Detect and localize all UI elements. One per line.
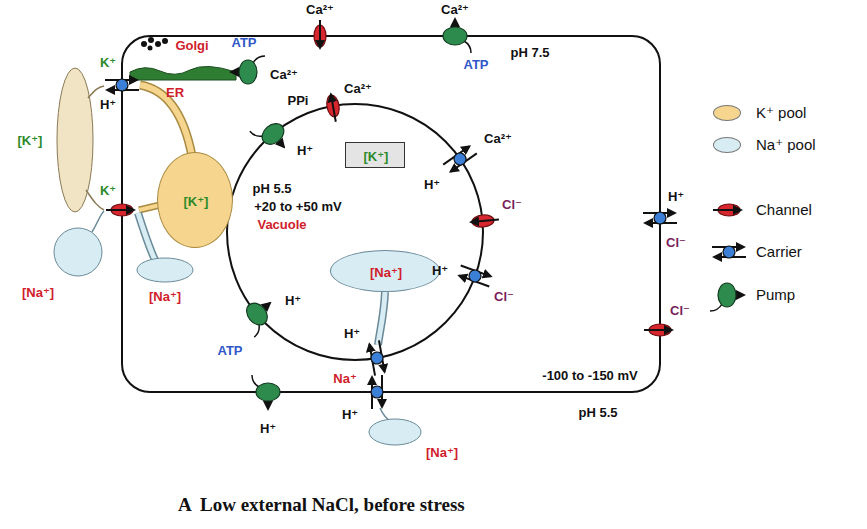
carrier-symbol [643,212,677,224]
ion-label: H⁺ [100,97,116,112]
ion-label: Ca²⁺ [270,67,298,82]
ion-label: Cl⁻ [670,303,690,318]
ion-label: H⁺ [297,143,313,158]
vacuole-text: pH 5.5 [252,181,291,196]
pool-link [92,211,104,232]
outer-k-pool [57,68,93,212]
ion-label: Ca²⁺ [441,2,469,17]
channel-symbol [106,204,134,216]
vacuole-k-box-text: [K⁺] [364,149,389,164]
legend-carrier-sample [712,246,746,258]
ion-label: K⁺ [100,55,116,70]
panel-letter: A [178,494,192,516]
vacuole: pH 5.5 +20 to +50 mV Vacuole [K⁺] [Na⁺] [227,104,483,360]
legend-text: Carrier [756,243,802,261]
ion-label: Cl⁻ [666,235,686,250]
plasma-membrane [122,36,660,392]
ion-label: H⁺ [668,189,684,204]
vacuole-k-box: [K⁺] [345,142,405,168]
carrier-symbol [105,79,139,91]
ion-label: [Na⁺] [149,289,181,304]
ion-label: K⁺ [100,183,116,198]
ion-label: Ca²⁺ [344,81,372,96]
ion-label: [K⁺] [18,133,43,148]
ion-label: H⁺ [260,421,276,436]
pool-tube [138,213,156,262]
ion-label: ATP [231,35,256,50]
carrier-symbol [371,375,383,409]
legend-swatch [713,105,741,121]
legend-text: K⁺ pool [756,104,806,122]
pool-tube [140,85,192,156]
carrier-symbol [457,265,493,288]
channel-symbol [325,93,342,123]
carrier-symbol [368,340,386,376]
pump-symbol [236,294,280,337]
legend-text: Channel [756,201,812,219]
figure-caption: Low external NaCl, before stress [200,494,465,516]
ion-label: Cl⁻ [502,197,522,212]
pump-symbol [252,375,280,409]
pump-symbol [250,113,293,157]
er-band [130,66,236,80]
outer-na-pool [369,419,421,445]
na-pool: [Na⁺] [330,250,440,292]
ion-label: Cl⁻ [494,289,514,304]
carrier-symbol [443,144,478,173]
ion-label: H⁺ [432,263,448,278]
cell-text: -100 to -150 mV [542,368,637,383]
ion-label: ATP [217,343,242,358]
pool-tube [140,85,192,156]
channel-symbol [314,20,326,48]
channel-symbol [644,324,672,336]
na-pool-text: [Na⁺] [370,265,402,280]
ion-label: Ca²⁺ [306,2,334,17]
pool-tube [378,292,385,345]
pool-tube [138,213,156,262]
ion-label: Na⁺ [333,371,356,386]
ion-label: pH 5.5 [578,405,617,420]
ion-label: H⁺ [285,293,301,308]
legend-swatch [713,137,741,153]
vacuole-text: Vacuole [257,217,306,232]
pool-link [88,86,104,98]
golgi-vesicles [141,37,168,51]
pool-tube [378,292,385,345]
ion-label: PPi [288,93,309,108]
ion-label: ATP [463,57,488,72]
channel-symbol [471,214,500,228]
ion-label: H⁺ [342,407,358,422]
k-pool: [K⁺] [157,152,233,248]
tonoplast [227,104,483,360]
vacuole-text: +20 to +50 mV [254,199,341,214]
ion-label: ER [166,85,184,100]
ion-label: H⁺ [424,177,440,192]
ion-label: [Na⁺] [426,445,458,460]
legend-text: Pump [756,286,795,304]
legend-text: Na⁺ pool [756,136,816,154]
k-pool-text: [K⁺] [184,194,209,209]
legend-pump-sample [710,283,744,311]
pump-symbol [443,19,471,53]
inner-na-pool [137,258,193,282]
cell: pH 7.5 -100 to -150 mV pH 5.5 +20 to +50 mV… [122,36,660,392]
outer-na-pool [54,228,102,276]
pump-symbol [231,56,265,84]
legend-channel-sample [713,204,741,216]
cell-text: pH 7.5 [510,45,549,60]
ion-label: Golgi [175,38,208,53]
ion-label: H⁺ [344,326,360,341]
ion-label: [Na⁺] [22,285,54,300]
ion-label: Ca²⁺ [484,131,512,146]
